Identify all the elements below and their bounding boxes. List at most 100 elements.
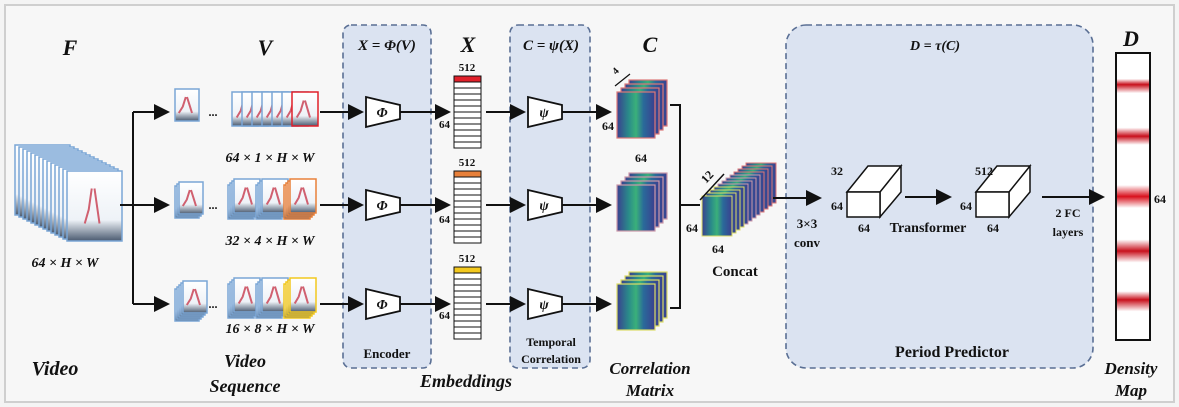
- embedding-cell: [453, 176, 482, 184]
- video-frame: [66, 170, 123, 242]
- encoder-symbol: Φ: [376, 106, 387, 121]
- embedding-cell: [453, 111, 482, 119]
- cube2-height: 64: [960, 199, 972, 213]
- sequence-row: ... 32 × 4 × H × W: [174, 178, 317, 249]
- embedding-cell: [453, 278, 482, 286]
- cube2-width: 64: [987, 221, 999, 235]
- embedding-cell: [453, 87, 482, 95]
- embedding-cell: [453, 332, 482, 340]
- embedding-cell: [453, 284, 482, 292]
- encoder-block: [365, 95, 401, 129]
- embedding-cell: [453, 123, 482, 131]
- fc-label-2: layers: [1053, 225, 1084, 239]
- correlation-depth-arrow: [614, 73, 631, 87]
- embedding-cell: [453, 290, 482, 298]
- first-clip-frame: [182, 280, 208, 314]
- encoder-symbol: Φ: [376, 298, 387, 313]
- fc-label-1: 2 FC: [1056, 206, 1081, 220]
- concat-label: Concat: [712, 264, 758, 280]
- branch-lines: [120, 112, 134, 304]
- embedding-cell: [453, 230, 482, 238]
- embedding-cell: [453, 236, 482, 244]
- sequence-label-1: Video: [224, 351, 266, 371]
- concat-block: [701, 162, 777, 237]
- embedding-cell: [453, 212, 482, 220]
- embedding-height: 64: [439, 214, 451, 226]
- embedding-width: 512: [459, 253, 476, 265]
- temporal-block: [527, 188, 563, 222]
- symbol-c: C: [643, 32, 658, 57]
- temporal-formula: C = ψ(X): [523, 38, 579, 54]
- correlation-label-2: Matrix: [625, 381, 675, 400]
- temporal-label-2: Correlation: [521, 352, 581, 366]
- embedding-width: 512: [459, 157, 476, 169]
- embedding-cell: [453, 266, 482, 274]
- correlation-matrix-stack: [616, 79, 668, 139]
- encoder-symbol: Φ: [376, 199, 387, 214]
- density-label-1: Density: [1104, 359, 1158, 378]
- concat-height: 64: [686, 221, 698, 235]
- embedding-cell: [453, 182, 482, 190]
- correlation-matrix-stack: [616, 172, 668, 232]
- sequence-row: ...64 × 1 × H × W: [174, 88, 319, 166]
- embedding-cell: [453, 81, 482, 89]
- embedding-cell: [453, 296, 482, 304]
- selected-clip-frame: [291, 91, 319, 127]
- embedding-cell: [453, 75, 482, 83]
- conv-label-2: conv: [794, 235, 821, 250]
- embedding-cell: [453, 314, 482, 322]
- embedding-cell: [453, 326, 482, 334]
- density-label-2: Map: [1114, 381, 1147, 400]
- concat-slice: [701, 195, 733, 237]
- encoder-label: Encoder: [364, 346, 411, 361]
- embedding-cell: [453, 194, 482, 202]
- embedding-cell: [453, 93, 482, 101]
- sequence-dims: 32 × 4 × H × W: [224, 234, 316, 249]
- video-label: Video: [32, 358, 79, 380]
- embedding-cell: [453, 218, 482, 226]
- feature-cube-2: [974, 163, 1032, 220]
- encoder-block: [365, 188, 401, 222]
- ellipsis: ...: [209, 198, 218, 212]
- embedding-cell: [453, 224, 482, 232]
- embedding-cell: [453, 320, 482, 328]
- transformer-label: Transformer: [890, 221, 967, 236]
- density-map: [1115, 52, 1151, 341]
- concat-depth-arrow: [699, 173, 725, 201]
- embedding-cell: [453, 135, 482, 143]
- selected-clip-frame: [289, 277, 317, 313]
- sequence-row: ...16 × 8 × H × W: [174, 277, 317, 337]
- embedding-cell: [453, 200, 482, 208]
- correlation-depth: 4: [610, 66, 621, 77]
- encoder-formula: X = Φ(V): [357, 38, 416, 54]
- sequence-label-2: Sequence: [210, 376, 281, 396]
- cube1-width: 64: [858, 221, 870, 235]
- embedding-cell: [453, 170, 482, 178]
- embedding-height: 64: [439, 119, 451, 131]
- correlation-slice: [616, 283, 656, 331]
- temporal-symbol: ψ: [539, 298, 549, 313]
- embedding-cell: [453, 272, 482, 280]
- temporal-symbol: ψ: [539, 106, 549, 121]
- correlation-height: 64: [602, 119, 614, 133]
- correlation-width: 64: [635, 151, 647, 165]
- embedding-cell: [453, 129, 482, 137]
- conv-label-1: 3×3: [797, 216, 818, 231]
- embedding-height: 64: [439, 310, 451, 322]
- first-clip-frame: [174, 88, 200, 122]
- video-frames-stack: [14, 144, 123, 242]
- correlation-matrix-stack: [616, 271, 668, 331]
- temporal-block: [527, 287, 563, 321]
- symbol-d: D: [1122, 26, 1139, 51]
- encoder-block: [365, 287, 401, 321]
- merge-lines: [670, 104, 700, 309]
- predictor-label: Period Predictor: [895, 344, 1009, 361]
- embedding-cell: [453, 105, 482, 113]
- symbol-x: X: [460, 32, 477, 57]
- predictor-formula: D = τ(C): [909, 39, 960, 54]
- embedding-vector: 512 64: [439, 157, 482, 244]
- correlation-label-1: Correlation: [609, 359, 690, 378]
- symbol-v: V: [258, 35, 275, 60]
- ellipsis: ...: [209, 297, 218, 311]
